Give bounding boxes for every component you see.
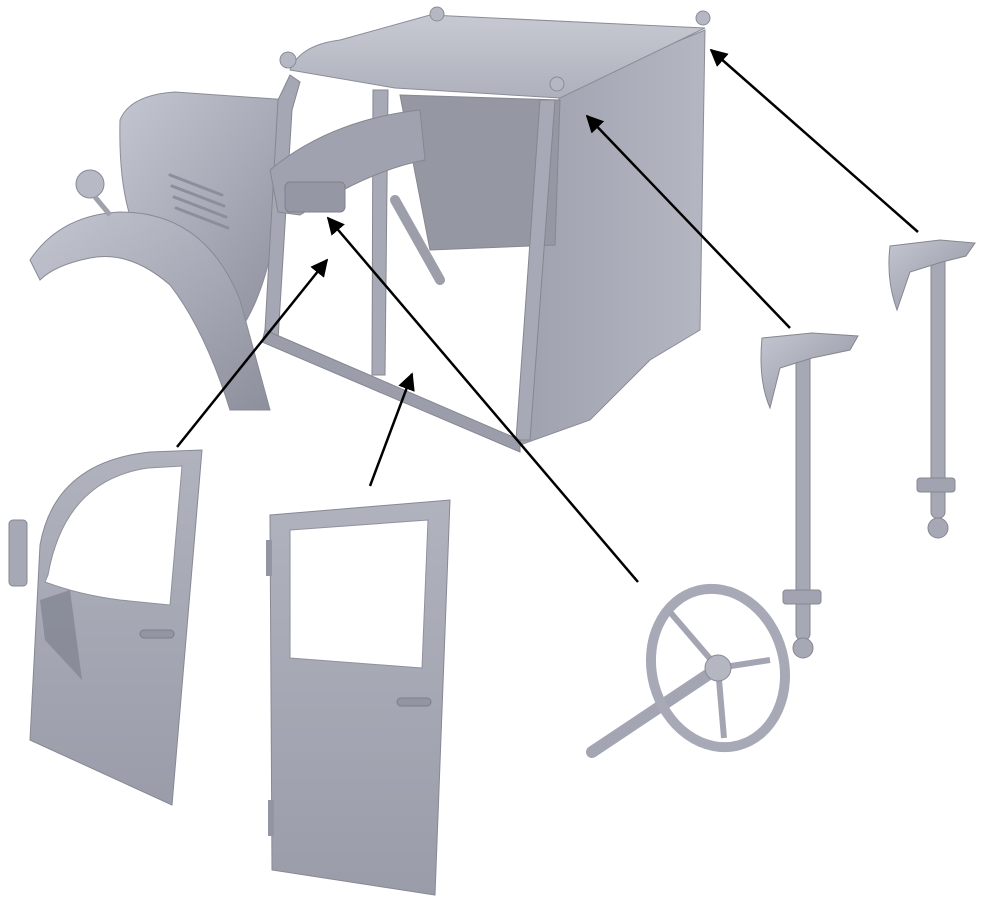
- door-hinge: [266, 540, 272, 576]
- headlight-stem: [95, 197, 110, 215]
- arrow-axe-2: [711, 50, 918, 232]
- door-hinge: [268, 800, 274, 836]
- roof-lamp: [550, 77, 564, 91]
- door-sill: [262, 330, 520, 452]
- side-mirror: [9, 520, 27, 586]
- axe-knob: [793, 638, 813, 658]
- left-door: [9, 450, 202, 805]
- mirror-mount: [280, 52, 296, 68]
- door-handle: [140, 630, 174, 638]
- horn-button: [705, 655, 731, 681]
- door-window-opening: [290, 520, 428, 668]
- axe-collar: [917, 478, 955, 492]
- axe-2: [889, 240, 975, 538]
- roof-lamp: [696, 11, 710, 25]
- axe-knob: [928, 518, 948, 538]
- roof-lamp: [430, 7, 444, 21]
- truck-cab-icon: [120, 7, 710, 452]
- right-door: [266, 500, 450, 895]
- axe-collar: [783, 590, 821, 604]
- door-window-opening: [45, 466, 182, 605]
- steering-wheel-icon: [592, 574, 802, 763]
- instrument-panel: [285, 182, 345, 212]
- axe-1: [761, 333, 858, 658]
- door-handle: [397, 698, 431, 706]
- headlight-icon: [76, 170, 104, 198]
